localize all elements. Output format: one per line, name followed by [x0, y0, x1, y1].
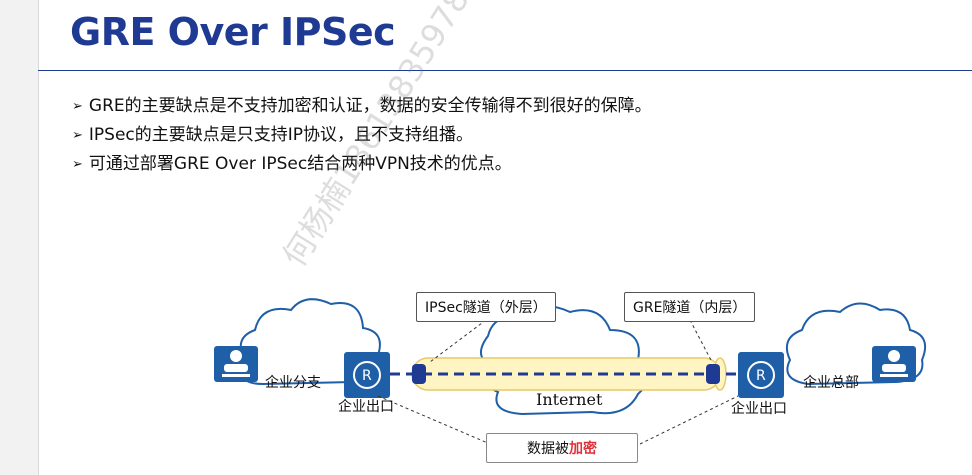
exit-left-label: 企业出口 — [338, 399, 394, 415]
bullet-arrow-icon: ➢ — [72, 157, 83, 172]
hq-label: 企业总部 — [803, 375, 859, 391]
bullet-arrow-icon: ➢ — [72, 128, 83, 143]
data-label-prefix: 数据被 — [527, 441, 569, 457]
svg-text:R: R — [362, 368, 372, 384]
bullet-text: GRE的主要缺点是不支持加密和认证，数据的安全传输得不到很好的保障。 — [88, 96, 652, 116]
svg-text:R: R — [756, 368, 766, 384]
bullet-arrow-icon: ➢ — [72, 99, 83, 114]
slide-title: GRE Over IPSec — [70, 10, 396, 54]
bullet-list: ➢ GRE的主要缺点是不支持加密和认证，数据的安全传输得不到很好的保障。 ➢ I… — [72, 92, 652, 179]
exit-right-label: 企业出口 — [731, 401, 787, 417]
bullet-item-3: ➢ 可通过部署GRE Over IPSec结合两种VPN技术的优点。 — [72, 150, 652, 179]
router-icon-left: R — [344, 352, 390, 398]
bullet-text: 可通过部署GRE Over IPSec结合两种VPN技术的优点。 — [88, 154, 512, 174]
user-icon-right — [872, 346, 916, 382]
gre-tunnel-label: GRE隧道（内层） — [624, 292, 756, 322]
data-encrypted-label: 数据被加密 — [486, 433, 638, 463]
bullet-item-1: ➢ GRE的主要缺点是不支持加密和认证，数据的安全传输得不到很好的保障。 — [72, 92, 652, 121]
left-margin-bar — [0, 0, 39, 475]
internet-label: Internet — [536, 390, 603, 409]
user-icon-left — [214, 346, 258, 382]
title-divider — [38, 70, 972, 71]
ipsec-tunnel-label: IPSec隧道（外层） — [416, 292, 556, 322]
data-label-emphasis: 加密 — [569, 441, 597, 457]
bullet-text: IPSec的主要缺点是只支持IP协议，且不支持组播。 — [88, 125, 474, 145]
branch-label: 企业分支 — [265, 375, 321, 391]
bullet-item-2: ➢ IPSec的主要缺点是只支持IP协议，且不支持组播。 — [72, 121, 652, 150]
router-icon-right: R — [738, 352, 784, 398]
